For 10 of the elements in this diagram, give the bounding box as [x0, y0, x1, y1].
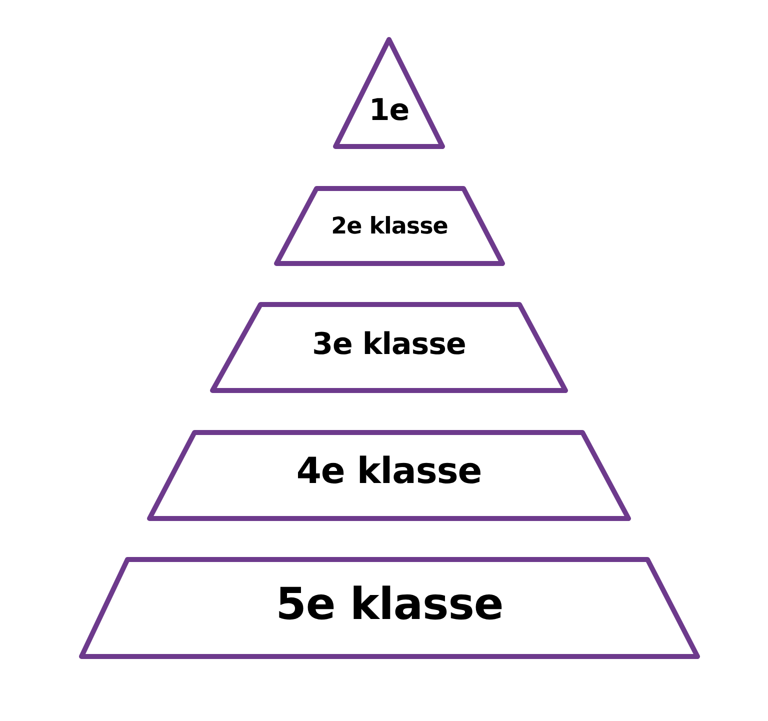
tier-label: 4e klasse	[296, 454, 482, 490]
pyramid-tier	[210, 302, 568, 393]
pyramid-apex	[333, 37, 445, 149]
tier-label: 5e klasse	[276, 582, 504, 627]
tier-label: 2e klasse	[331, 215, 448, 238]
pyramid-tier	[147, 430, 631, 521]
tier-label: 3e klasse	[312, 330, 466, 360]
pyramid-tier	[274, 186, 505, 266]
tier-label: 1e	[368, 96, 410, 126]
pyramid-tier	[79, 557, 700, 659]
